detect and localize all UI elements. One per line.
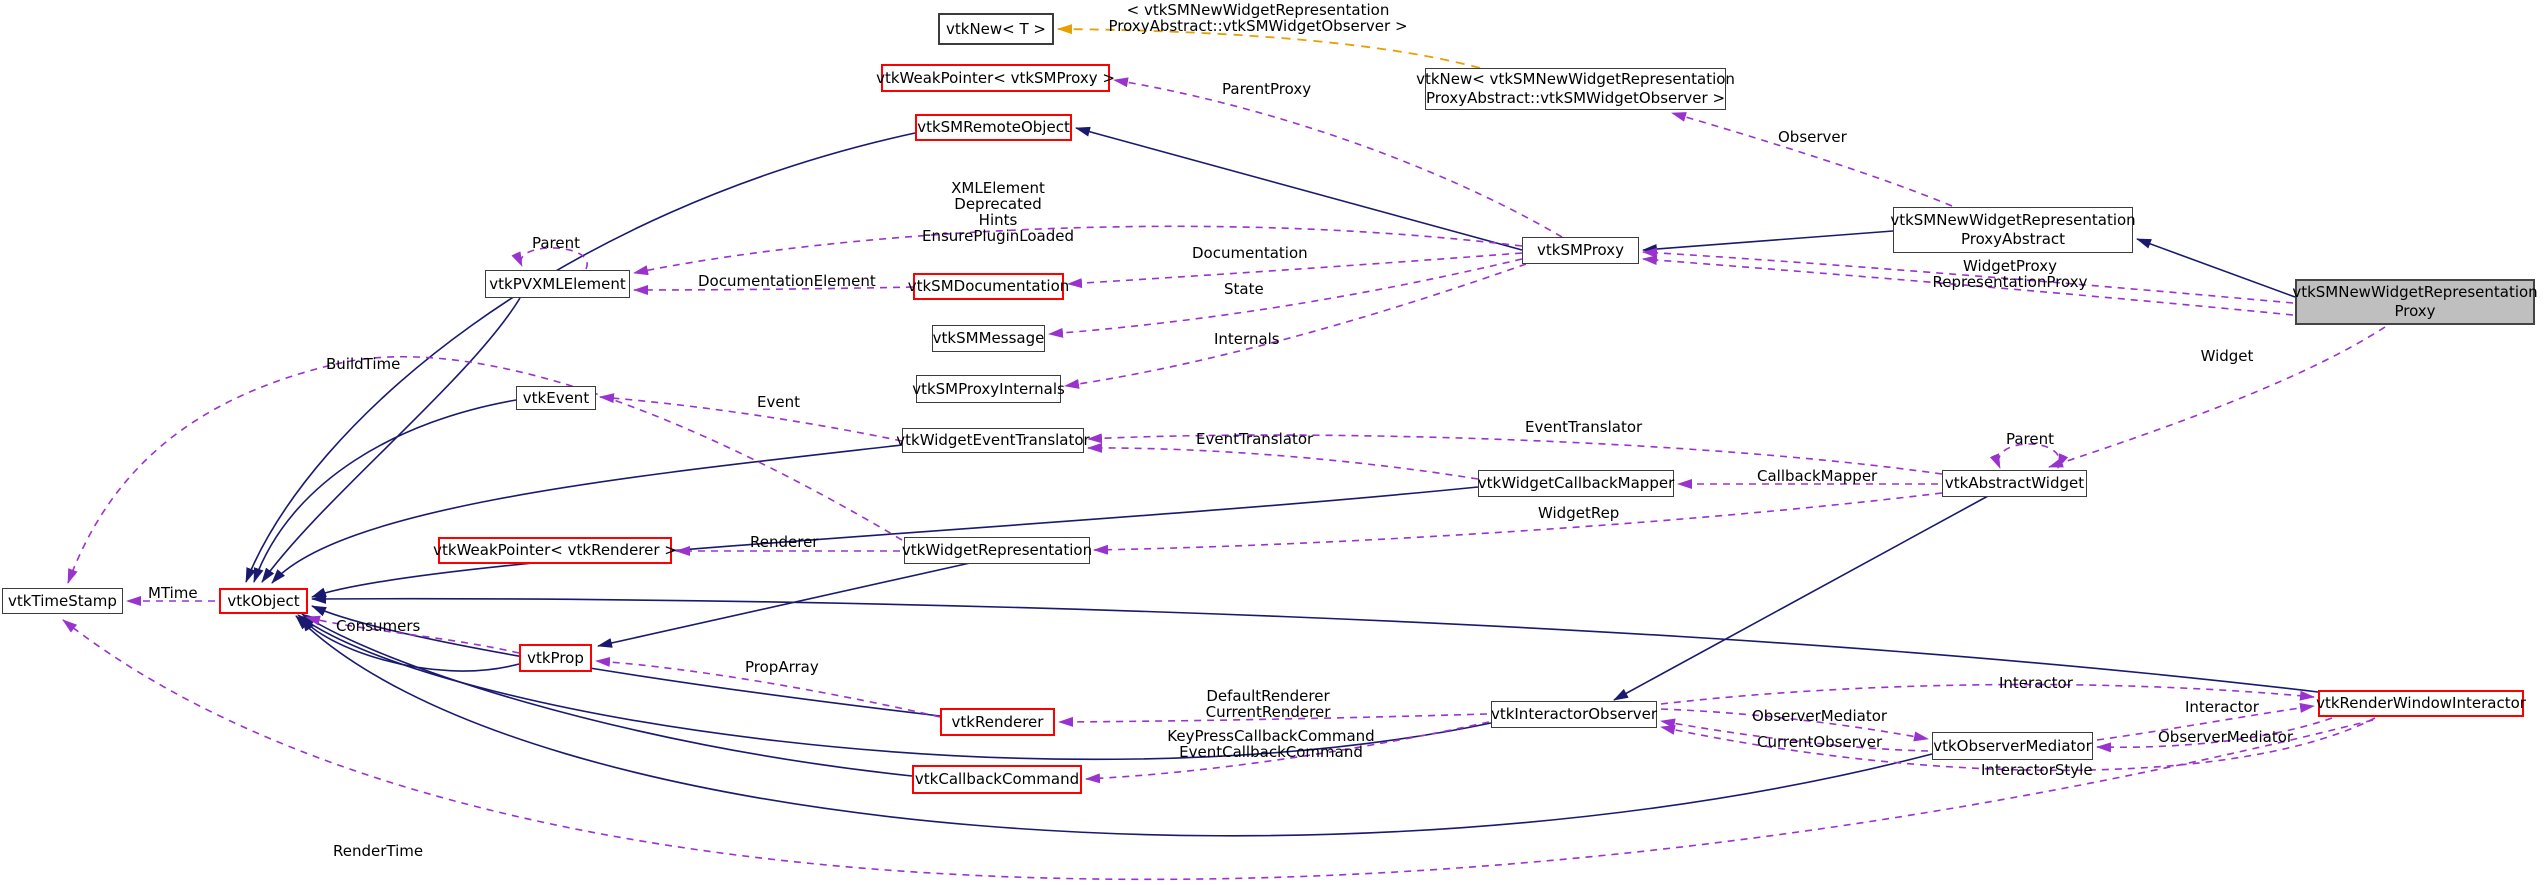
class-node-vtkSMMessage[interactable]: vtkSMMessage <box>932 325 1045 352</box>
class-node-vtkSMNewWidgetRepresentationProxy[interactable]: vtkSMNewWidgetRepresentation Proxy <box>2292 279 2538 325</box>
class-node-vtkWidgetEventTranslator[interactable]: vtkWidgetEventTranslator <box>896 428 1090 453</box>
class-node-vtkSMProxy[interactable]: vtkSMProxy <box>1522 237 1639 264</box>
edge-label-widget-rep: WidgetRep <box>1538 504 1620 522</box>
edge-label-xml-bundle: XMLElement Deprecated Hints EnsurePlugin… <box>921 179 1075 245</box>
edge-label-observer-mediator-mid: ObserverMediator <box>1752 707 1888 725</box>
class-node-vtkWeakPointer-vtkSMProxy[interactable]: vtkWeakPointer< vtkSMProxy > <box>876 64 1115 92</box>
edge-label-parent-proxy: ParentProxy <box>1222 80 1312 98</box>
edge-label-internals: Internals <box>1214 330 1280 348</box>
edge-label-interactor-right: Interactor <box>2185 698 2259 716</box>
edge-label-state: State <box>1224 280 1264 298</box>
edge-label-event-translator-2: EventTranslator <box>1525 418 1643 436</box>
edge-label-documentation-element: DocumentationElement <box>698 272 876 290</box>
class-node-vtkTimeStamp[interactable]: vtkTimeStamp <box>2 588 123 614</box>
edge-label-default-current-renderer: DefaultRenderer CurrentRenderer <box>1205 687 1331 721</box>
edge-label-current-observer: CurrentObserver <box>1757 733 1883 751</box>
class-node-vtkPVXMLElement[interactable]: vtkPVXMLElement <box>485 270 630 298</box>
edge-label-documentation: Documentation <box>1192 244 1308 262</box>
class-node-vtkProp[interactable]: vtkProp <box>519 644 592 672</box>
class-node-vtkWidgetRepresentation[interactable]: vtkWidgetRepresentation <box>902 537 1092 564</box>
class-node-vtkObserverMediator[interactable]: vtkObserverMediator <box>1932 732 2093 760</box>
edge-label-renderer: Renderer <box>750 533 819 551</box>
class-node-vtkSMRemoteObject[interactable]: vtkSMRemoteObject <box>915 114 1072 141</box>
edge-label-callback-mapper: CallbackMapper <box>1757 467 1878 485</box>
edge-label-interactor-style: InteractorStyle <box>1981 761 2093 779</box>
class-node-vtkCallbackCommand[interactable]: vtkCallbackCommand <box>912 765 1082 794</box>
edge-label-event: Event <box>757 393 800 411</box>
edge-label-event-translator-1: EventTranslator <box>1196 430 1314 448</box>
edge-label-parent-widget: Parent <box>2005 430 2055 448</box>
class-node-vtkInteractorObserver[interactable]: vtkInteractorObserver <box>1491 701 1657 728</box>
edge-label-prop-array: PropArray <box>745 658 819 676</box>
class-node-vtkSMNewWidgetRepresentationProxyAbstract[interactable]: vtkSMNewWidgetRepresentation ProxyAbstra… <box>1890 207 2136 253</box>
edge-label-template-args: < vtkSMNewWidgetRepresentation ProxyAbst… <box>1108 1 1408 35</box>
class-node-vtkNew-T[interactable]: vtkNew< T > <box>938 13 1054 45</box>
edge-label-callback-commands: KeyPressCallbackCommand EventCallbackCom… <box>1167 727 1375 761</box>
edge-label-observer: Observer <box>1778 128 1847 146</box>
class-node-vtkWidgetCallbackMapper[interactable]: vtkWidgetCallbackMapper <box>1478 470 1674 497</box>
edge-label-build-time: BuildTime <box>326 355 401 373</box>
class-node-vtkSMProxyInternals[interactable]: vtkSMProxyInternals <box>912 375 1065 403</box>
edge-label-parent-pvxml: Parent <box>531 234 581 252</box>
class-node-vtkAbstractWidget[interactable]: vtkAbstractWidget <box>1942 470 2087 497</box>
edge-label-widget: Widget <box>2200 347 2254 365</box>
class-node-vtkRenderWindowInteractor[interactable]: vtkRenderWindowInteractor <box>2316 690 2526 717</box>
class-node-vtkRenderer[interactable]: vtkRenderer <box>940 708 1055 736</box>
edge-label-mtime: MTime <box>148 584 198 602</box>
class-node-vtkSMDocumentation[interactable]: vtkSMDocumentation <box>908 273 1069 300</box>
edge-label-consumers: Consumers <box>336 617 421 635</box>
edge-label-render-time: RenderTime <box>333 842 424 860</box>
class-node-vtkWeakPointer-vtkRenderer[interactable]: vtkWeakPointer< vtkRenderer > <box>433 537 677 564</box>
edge-label-widget-proxy: WidgetProxy RepresentationProxy <box>1932 257 2088 291</box>
class-node-vtkNew-vtkSMWidgetObserver[interactable]: vtkNew< vtkSMNewWidgetRepresentation Pro… <box>1416 68 1735 110</box>
class-node-vtkObject[interactable]: vtkObject <box>219 588 308 614</box>
class-node-vtkEvent[interactable]: vtkEvent <box>516 386 596 410</box>
edge-label-observer-mediator-right: ObserverMediator <box>2158 728 2294 746</box>
edge-label-interactor-top: Interactor <box>1999 674 2073 692</box>
